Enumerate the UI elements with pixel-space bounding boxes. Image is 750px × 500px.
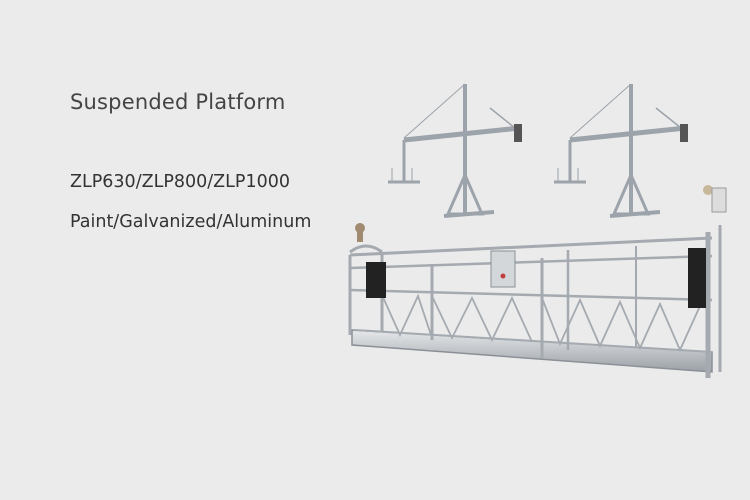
hoist-motor-left xyxy=(366,262,386,298)
suspension-mechanism-left xyxy=(388,83,522,218)
suspension-mechanism-right xyxy=(554,83,688,218)
hoist-motor-right xyxy=(688,248,706,308)
page-title: Suspended Platform xyxy=(70,90,286,114)
finish-list: Paint/Galvanized/Aluminum xyxy=(70,212,312,232)
safety-lock-left xyxy=(355,223,365,242)
safety-lock-right xyxy=(703,185,727,213)
model-list: ZLP630/ZLP800/ZLP1000 xyxy=(70,172,291,192)
working-platform xyxy=(348,225,722,378)
